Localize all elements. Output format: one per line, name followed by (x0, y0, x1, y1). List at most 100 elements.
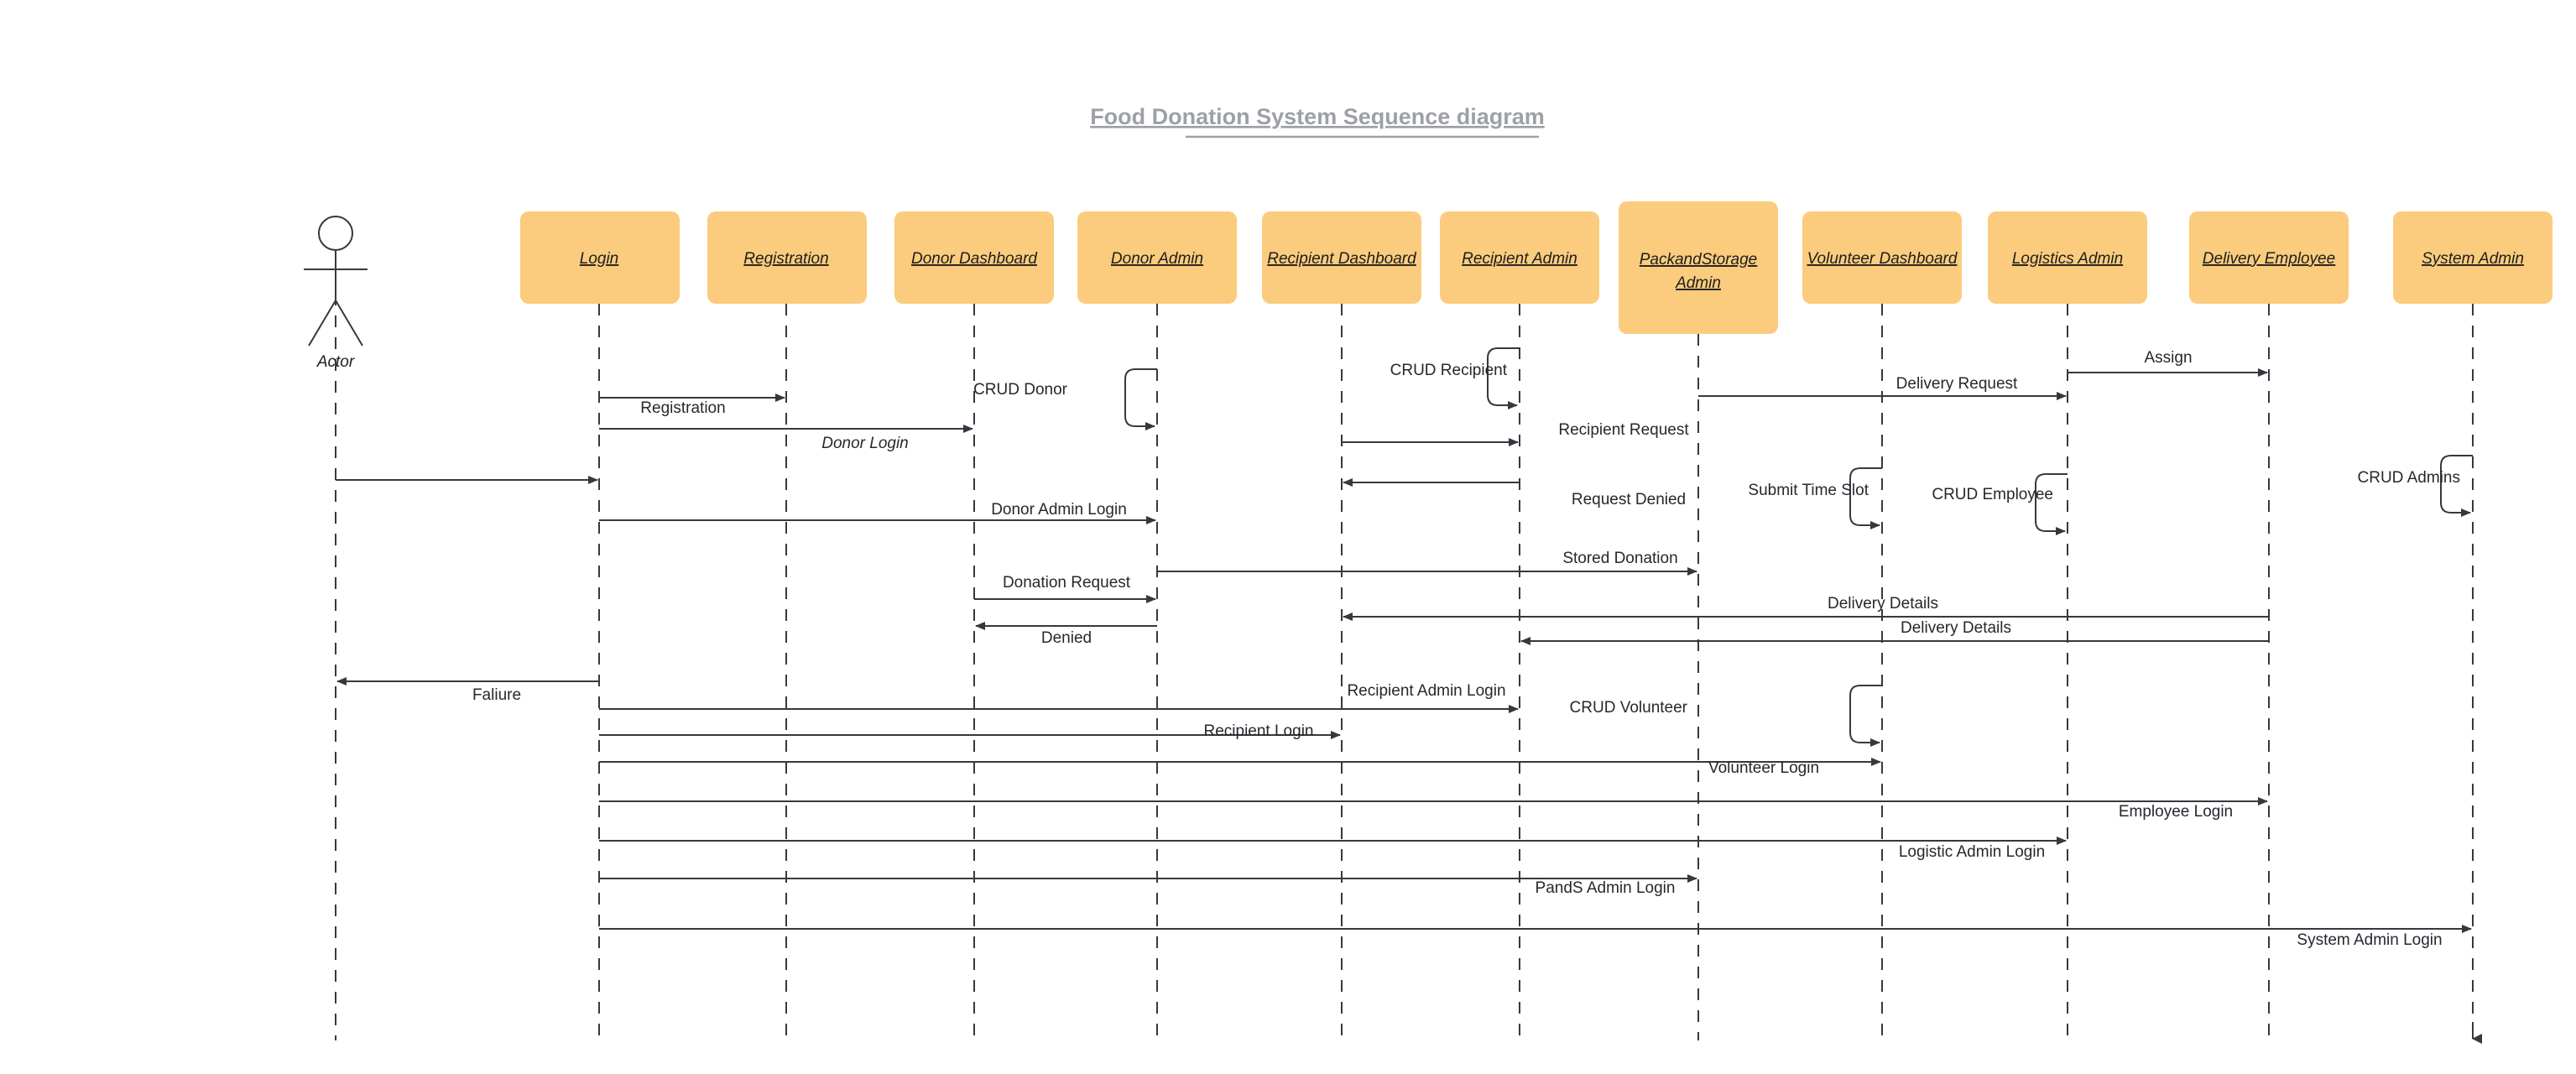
participant-box-recipient_dash[interactable] (1262, 211, 1421, 304)
message-label-m26: PandS Admin Login (1536, 879, 1676, 897)
participant-box-donor_dashboard[interactable] (894, 211, 1054, 304)
message-m16[interactable]: Denied (975, 622, 1157, 647)
participant-label-donor_admin: Donor Admin (1111, 250, 1203, 268)
message-m7[interactable]: Recipient Request (1342, 421, 1689, 446)
message-label-m2: Donor Login (821, 435, 909, 452)
self-message-path-m13 (2440, 455, 2473, 517)
page-title: Food Donation System Sequence diagram (1090, 104, 1545, 129)
message-m20[interactable]: Recipient Admin Login (599, 682, 1519, 713)
participant-label-registration: Registration (743, 250, 828, 268)
message-label-m10: CRUD Employee (1932, 486, 2053, 503)
message-label-m6: CRUD Recipient (1390, 362, 1508, 379)
message-label-m19: Faliure (472, 686, 521, 704)
message-m21[interactable]: CRUD Volunteer (1570, 685, 1882, 747)
diagram-title-group: Food Donation System Sequence diagram (1090, 104, 1545, 138)
participant-donor_dashboard[interactable]: Donor Dashboard (894, 211, 1054, 1040)
participant-logistics_admin[interactable]: Logistics Admin (1988, 211, 2147, 1040)
participant-label-system_admin: System Admin (2422, 250, 2524, 268)
message-label-m8: Request Denied (1572, 491, 1686, 508)
message-m22[interactable]: Recipient Login (599, 722, 1341, 740)
message-m26[interactable]: PandS Admin Login (599, 874, 1697, 897)
message-label-m25: Logistic Admin Login (1899, 843, 2045, 861)
message-label-m9: Submit Time Slot (1748, 482, 1869, 499)
self-message-path-m6 (1487, 347, 1520, 409)
message-label-m7: Recipient Request (1558, 421, 1689, 439)
participant-box-login[interactable] (520, 211, 680, 304)
actor-left-leg-line (308, 300, 336, 347)
message-m15[interactable]: Donation Request (974, 574, 1156, 603)
message-m10[interactable]: CRUD Employee (1932, 473, 2068, 535)
message-label-m22: Recipient Login (1204, 722, 1314, 740)
message-m8[interactable]: Request Denied (1343, 478, 1686, 508)
message-label-m18: Delivery Details (1901, 619, 2011, 637)
message-label-m13: CRUD Admins (2358, 469, 2460, 487)
participant-donor_admin[interactable]: Donor Admin (1077, 211, 1237, 1040)
participant-box-logistics_admin[interactable] (1988, 211, 2147, 304)
message-m5[interactable]: Donor Admin Login (599, 501, 1156, 524)
participant-box-delivery_employee[interactable] (2189, 211, 2349, 304)
participant-box-donor_admin[interactable] (1077, 211, 1237, 304)
message-m13[interactable]: CRUD Admins (2358, 455, 2473, 517)
message-label-m1: Registration (640, 399, 725, 417)
participant-label-recipient_admin: Recipient Admin (1462, 250, 1577, 268)
message-label-m24: Employee Login (2119, 803, 2233, 821)
message-label-m12: Assign (2144, 349, 2192, 367)
message-m27[interactable]: System Admin Login (599, 925, 2472, 949)
message-label-m17: Delivery Details (1828, 595, 1938, 613)
participant-label-delivery_employee: Delivery Employee (2203, 250, 2335, 268)
participant-label-logistics_admin: Logistics Admin (2012, 250, 2123, 268)
message-label-m15: Donation Request (1003, 574, 1131, 592)
message-label-m14: Stored Donation (1562, 550, 1677, 567)
message-m24[interactable]: Employee Login (599, 797, 2268, 821)
participant-box-volunteer_dash[interactable] (1802, 211, 1962, 304)
message-label-m27: System Admin Login (2297, 931, 2442, 949)
self-message-path-m3 (1124, 368, 1157, 430)
participant-system_admin[interactable]: System Admin (2393, 211, 2553, 1040)
message-label-m11: Delivery Request (1896, 375, 2018, 393)
message-m25[interactable]: Logistic Admin Login (599, 837, 2067, 861)
participant-registration[interactable]: Registration (707, 211, 867, 1040)
message-m3[interactable]: CRUD Donor (973, 368, 1157, 430)
message-label-m5: Donor Admin Login (991, 501, 1127, 519)
participant-label-donor_dashboard: Donor Dashboard (911, 250, 1038, 268)
message-label-m3: CRUD Donor (973, 381, 1068, 399)
participant-box-registration[interactable] (707, 211, 867, 304)
message-m1[interactable]: Registration (599, 394, 785, 417)
participant-recipient_dash[interactable]: Recipient Dashboard (1262, 211, 1421, 1040)
participant-label-recipient_dash: Recipient Dashboard (1267, 250, 1417, 268)
message-m12[interactable]: Assign (2068, 349, 2268, 377)
participant-login[interactable]: Login (520, 211, 680, 1040)
message-m11[interactable]: Delivery Request (1698, 375, 2067, 400)
message-m2[interactable]: Donor Login (599, 425, 973, 452)
participant-box-pands_admin[interactable] (1619, 201, 1778, 334)
self-message-path-m21 (1849, 685, 1882, 747)
message-m18[interactable]: Delivery Details (1520, 619, 2269, 645)
message-m19[interactable]: Faliure (336, 677, 599, 704)
message-label-m23: Volunteer Login (1708, 759, 1819, 777)
self-message-path-m9 (1849, 467, 1882, 529)
participant-box-system_admin[interactable] (2393, 211, 2553, 304)
message-label-m20: Recipient Admin Login (1347, 682, 1505, 700)
message-m6[interactable]: CRUD Recipient (1390, 347, 1520, 409)
participant-recipient_admin[interactable]: Recipient Admin (1440, 211, 1599, 1040)
message-m23[interactable]: Volunteer Login (599, 758, 1881, 777)
actor-right-leg-line (335, 300, 363, 347)
participant-label-login: Login (580, 250, 619, 268)
participant-delivery_employee[interactable]: Delivery Employee (2189, 211, 2349, 1040)
message-label-m16: Denied (1041, 629, 1092, 647)
message-label-m21: CRUD Volunteer (1570, 699, 1688, 717)
message-m17[interactable]: Delivery Details (1343, 595, 2269, 621)
actor-head-icon (318, 216, 353, 251)
message-m9[interactable]: Submit Time Slot (1748, 467, 1882, 529)
actor-figure: Actor (304, 216, 368, 1040)
participant-box-recipient_admin[interactable] (1440, 211, 1599, 304)
self-message-path-m10 (2035, 473, 2068, 535)
message-m14[interactable]: Stored Donation (1157, 550, 1697, 576)
participant-label-pands_admin-line1: PackandStorage (1640, 251, 1758, 268)
participant-volunteer_dash[interactable]: Volunteer Dashboard (1802, 211, 1962, 1040)
